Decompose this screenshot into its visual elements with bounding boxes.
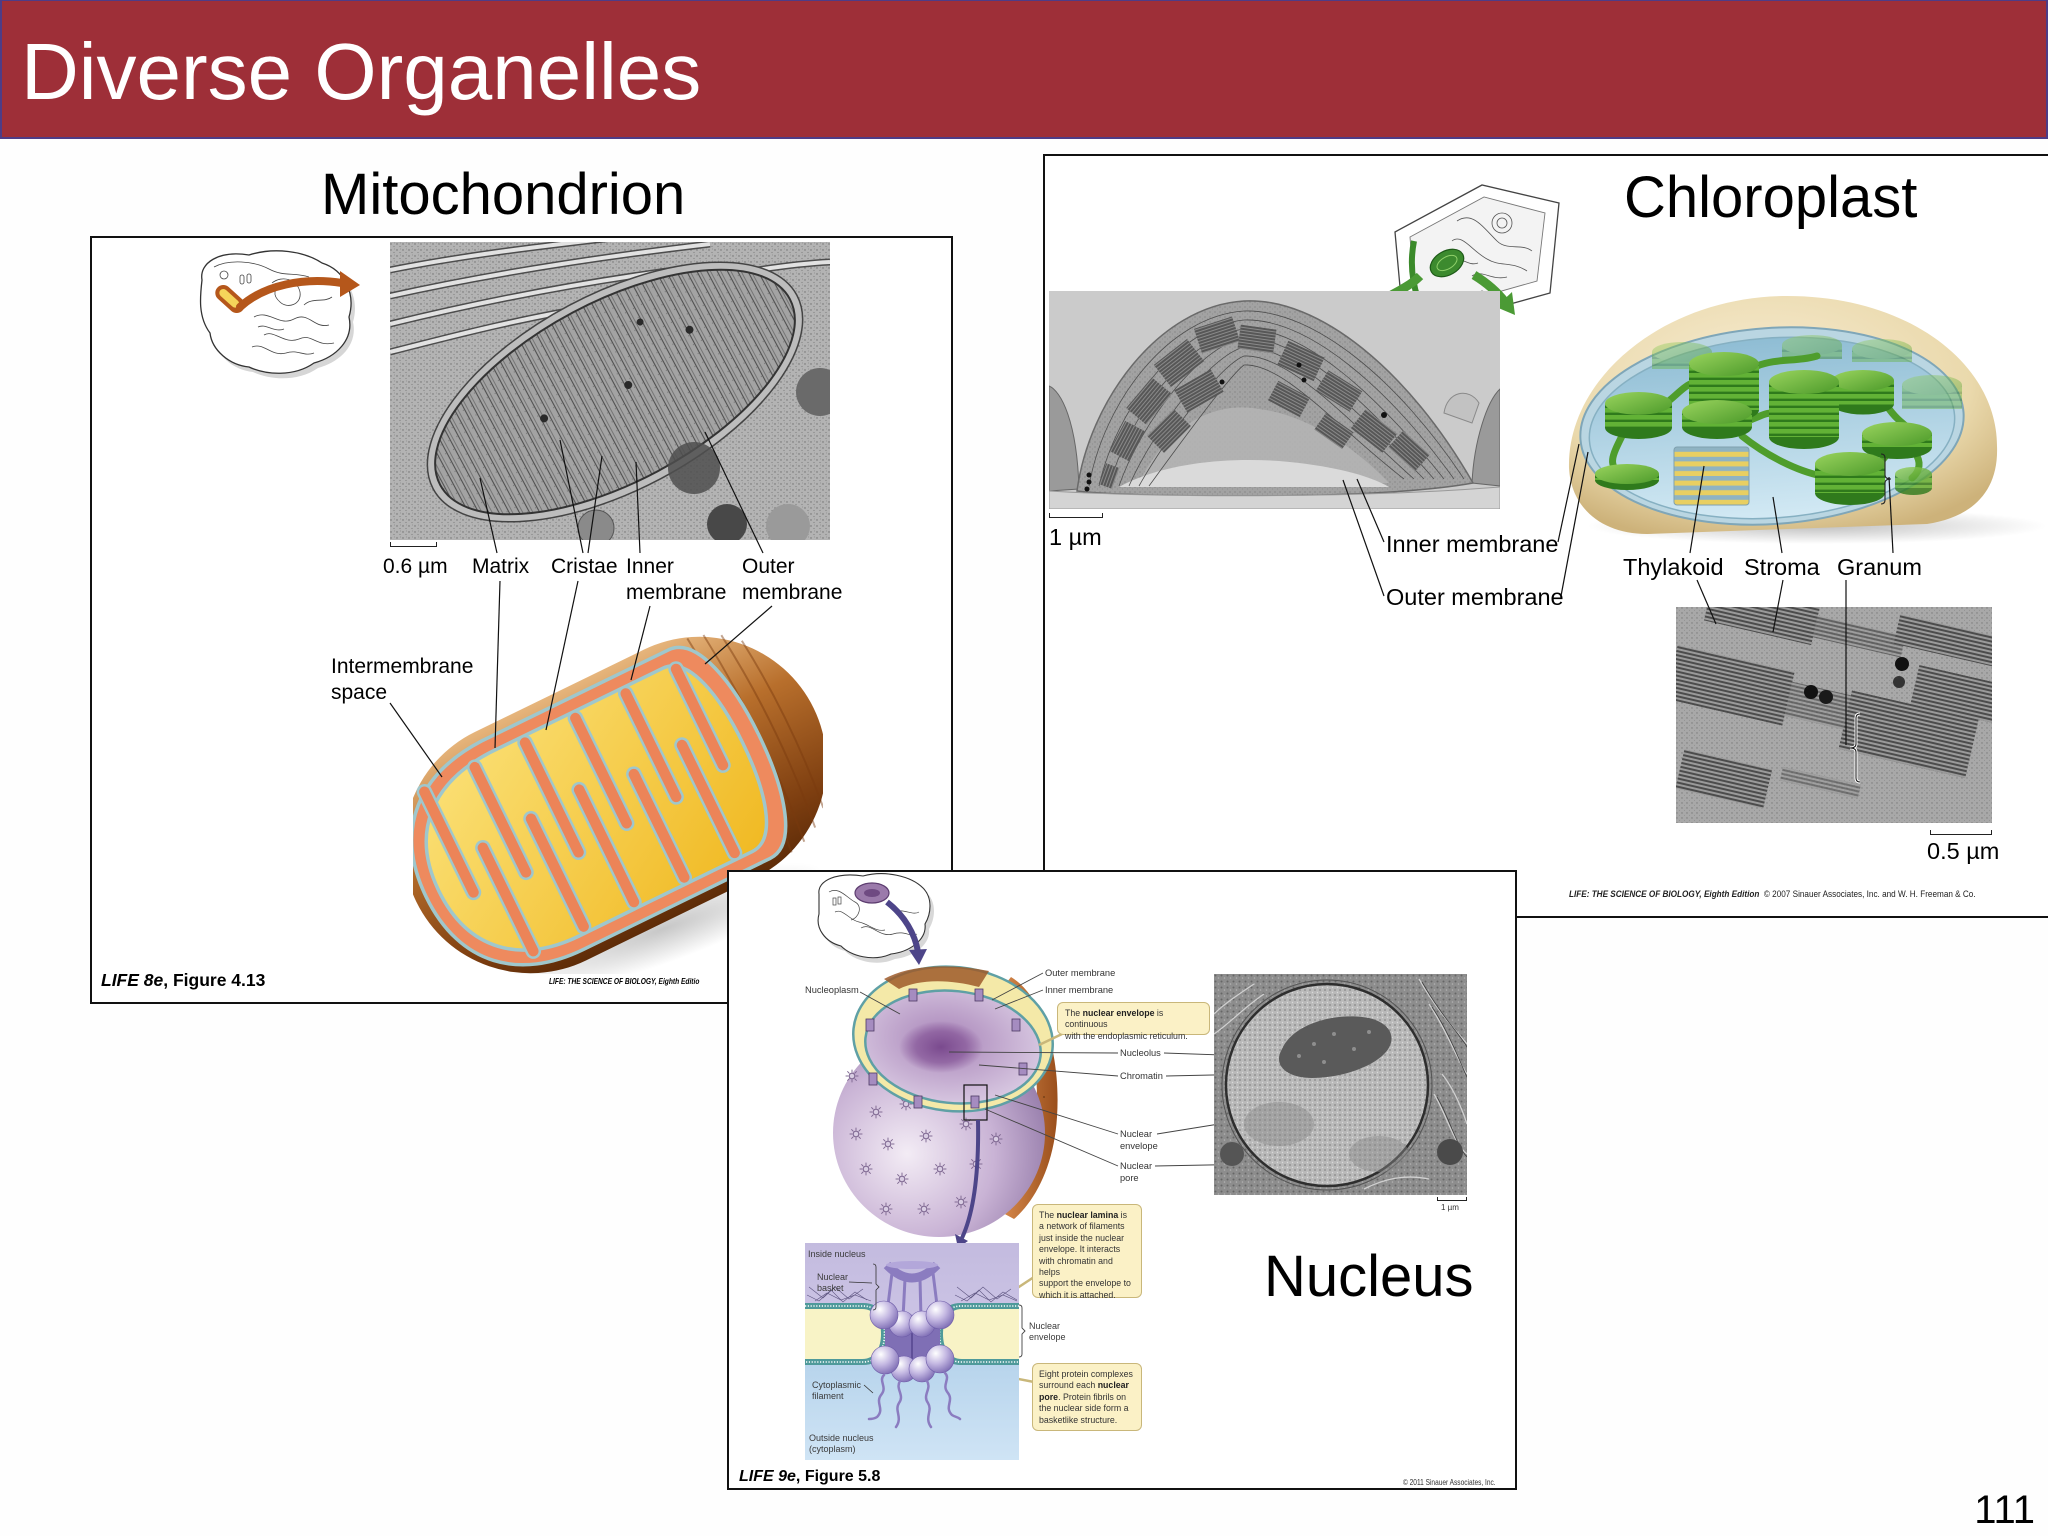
mitochondrion-figure: 0.6 µm Matrix Cristae Inner membrane Out… [90, 236, 953, 1004]
figure-caption: LIFE 8e, Figure 4.13 [101, 970, 265, 991]
thylakoid-cutaway [1673, 446, 1750, 506]
label-pore-nuclear-envelope: Nuclear envelope [1029, 1321, 1066, 1342]
label-inner-membrane: Inner membrane [1045, 985, 1114, 995]
callout-nuclear-lamina: The nuclear lamina is a network of filam… [1032, 1204, 1142, 1300]
chloroplast-heading: Chloroplast [1624, 165, 1918, 230]
mitochondrion-heading: Mitochondrion [321, 162, 686, 227]
chloroplast-figure: Chloroplast [1043, 154, 2048, 918]
callout-text: is a network of filaments just inside th… [1039, 1210, 1131, 1300]
nucleolus [1278, 1016, 1392, 1078]
label-nuclear-envelope: Nuclear envelope [1120, 1129, 1158, 1151]
nucleus-illustration [833, 965, 1058, 1237]
cytoplasmic-filaments [867, 1371, 962, 1429]
figure-credit: LIFE: THE SCIENCE OF BIOLOGY, Eighth Edi… [549, 976, 700, 986]
scale-label: 1 µm [1049, 524, 1102, 550]
nuclear-pore-closeup [805, 1243, 1019, 1460]
callout-text: . Protein fibrils on the nuclear side fo… [1039, 1391, 1129, 1425]
scale-label: 0.5 µm [1927, 838, 2000, 864]
chloroplast-illustration [1568, 296, 2047, 544]
caption-edition: 8e [138, 970, 164, 990]
callout-text: The [1065, 1008, 1083, 1018]
label-outer-membrane: Outer membrane [742, 555, 843, 604]
scale-bar [1049, 513, 1103, 518]
label-inner-membrane: Inner membrane [1386, 531, 1559, 557]
caption-book: LIFE [739, 1468, 774, 1485]
cell-locator-icon [817, 873, 934, 965]
figure-caption: LIFE 9e, Figure 5.8 [739, 1468, 880, 1486]
scale-bar [1437, 1197, 1467, 1201]
callout-emphasis: nuclear envelope [1082, 1008, 1155, 1018]
callout-text: is continuous with the endoplasmic retic… [1065, 1008, 1188, 1041]
figure-credit: © 2011 Sinauer Associates, Inc. [1403, 1478, 1496, 1487]
nuclear-basket [883, 1261, 941, 1319]
mitochondrion-section [426, 261, 804, 523]
label-inner-membrane: Inner membrane [626, 555, 727, 604]
callout-text: The [1039, 1210, 1057, 1220]
arrow-icon [885, 899, 921, 953]
label-intermembrane-space: Intermembrane space [331, 655, 474, 704]
chloroplast-micrograph [1049, 291, 1500, 509]
mitochondrion-illustration [413, 634, 823, 974]
label-outer-membrane: Outer membrane [1045, 968, 1116, 978]
label-granum: Granum [1837, 554, 1922, 580]
slide-header: Diverse Organelles [0, 0, 2048, 139]
granum-stacks [1595, 352, 1932, 505]
label-outside-nucleus: Outside nucleus (cytoplasm) [809, 1433, 874, 1454]
caption-book: LIFE [101, 970, 139, 990]
callout-emphasis: nuclear pore [1039, 1380, 1129, 1402]
nucleus-figure: Nucleoplasm Outer membrane Inner membran… [727, 870, 1517, 1490]
figure-credit: LIFE: THE SCIENCE OF BIOLOGY, Eighth Edi… [1569, 889, 1976, 900]
nucleolus [899, 1021, 983, 1073]
caption-figure: , Figure 5.8 [795, 1468, 881, 1485]
label-nucleolus: Nucleolus [1120, 1048, 1161, 1058]
mitochondrion-micrograph [390, 242, 830, 540]
scale-bar [1930, 830, 1992, 835]
grana-micrograph [1676, 607, 1992, 823]
label-outer-membrane: Outer membrane [1386, 584, 1564, 610]
credit-copyright: © 2007 Sinauer Associates, Inc. and W. H… [1763, 889, 1976, 900]
nucleus-heading: Nucleus [1264, 1244, 1474, 1309]
callout-nuclear-envelope: The nuclear envelope is continuous with … [1057, 1002, 1210, 1041]
label-matrix: Matrix [472, 555, 530, 578]
scale-bar [390, 542, 437, 547]
label-nucleoplasm: Nucleoplasm [805, 985, 859, 995]
label-chromatin: Chromatin [1120, 1071, 1163, 1081]
callout-nuclear-pore: Eight protein complexes surround each nu… [1032, 1363, 1142, 1431]
caption-edition: 9e [773, 1468, 796, 1485]
label-stroma: Stroma [1744, 554, 1820, 580]
label-thylakoid: Thylakoid [1623, 554, 1724, 580]
nucleus-micrograph [1214, 974, 1467, 1195]
slide-title: Diverse Organelles [21, 27, 702, 116]
label-nuclear-basket: Nuclear basket [817, 1272, 849, 1293]
label-inside-nucleus: Inside nucleus [808, 1249, 866, 1259]
caption-figure: , Figure 4.13 [163, 970, 266, 990]
label-cristae: Cristae [551, 555, 618, 578]
page-number: 111 [1974, 1488, 2035, 1532]
callout-text: Eight protein complexes surround each [1039, 1369, 1133, 1391]
cristae [416, 661, 743, 959]
nuclear-lamina [806, 1286, 1018, 1303]
label-cytoplasmic-filament: Cytoplasmic filament [812, 1380, 862, 1401]
pore-complex-proteins [869, 1300, 955, 1383]
credit-book: LIFE: THE SCIENCE OF BIOLOGY, Eighth Edi… [1569, 889, 1760, 900]
callout-emphasis: nuclear lamina [1056, 1210, 1119, 1220]
scale-label: 1 µm [1441, 1203, 1459, 1212]
cell-locator-icon [199, 250, 360, 379]
arrow-icon [236, 277, 346, 311]
scale-label: 0.6 µm [383, 555, 448, 578]
label-nuclear-pore: Nuclear pore [1120, 1161, 1153, 1183]
grana [1098, 316, 1430, 489]
